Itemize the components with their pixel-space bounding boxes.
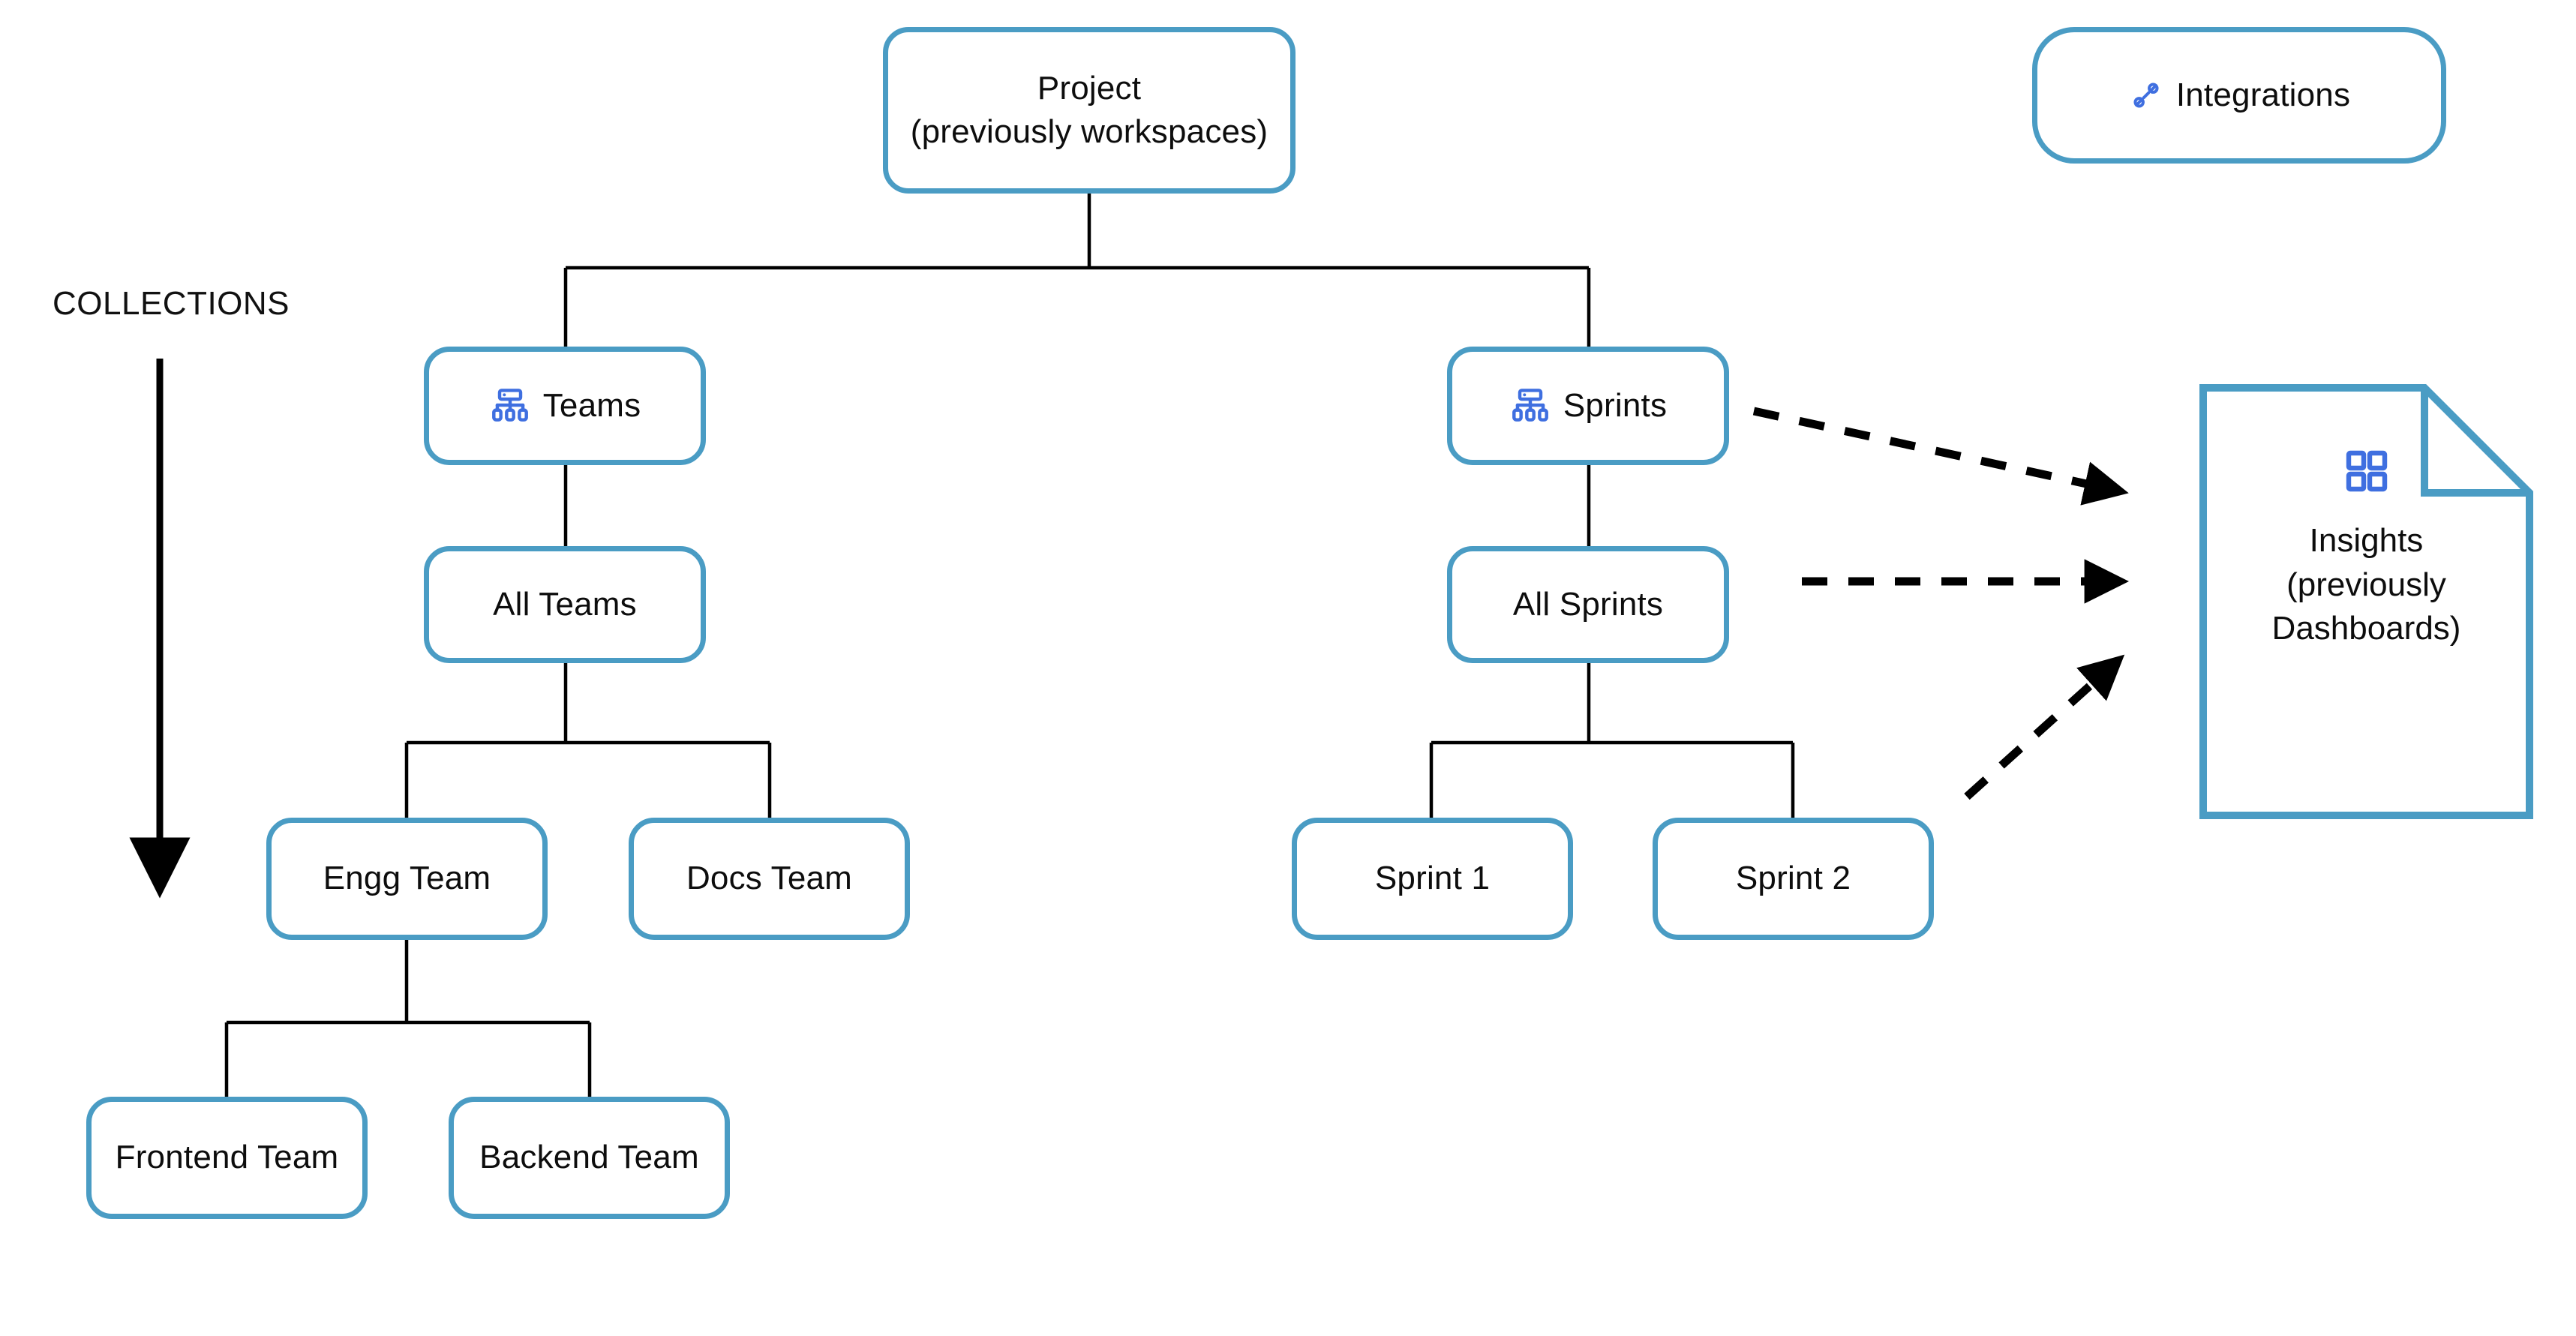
node-all-sprints-label: All Sprints xyxy=(1512,585,1664,623)
node-sprint-1[interactable]: Sprint 1 xyxy=(1292,818,1573,940)
collections-caption: COLLECTIONS xyxy=(53,285,290,322)
node-sprints-label: Sprints xyxy=(1563,386,1668,424)
dashed-edge-sprint2-insights xyxy=(1964,654,2125,800)
node-sprint-1-label: Sprint 1 xyxy=(1374,860,1491,897)
document-shape xyxy=(2199,384,2533,819)
node-backend-team-label: Backend Team xyxy=(479,1139,699,1176)
hierarchy-icon xyxy=(489,385,531,427)
node-project[interactable]: Project (previously workspaces) xyxy=(883,27,1296,194)
node-project-label: Project (previously workspaces) xyxy=(910,69,1268,150)
node-sprints[interactable]: Sprints xyxy=(1447,347,1729,465)
node-teams[interactable]: Teams xyxy=(424,347,706,465)
node-insights[interactable]: Insights (previously Dashboards) xyxy=(2199,384,2533,819)
node-engg-team-label: Engg Team xyxy=(323,860,491,897)
node-sprint-2-label: Sprint 2 xyxy=(1735,860,1851,897)
node-insights-label: Insights (previously Dashboards) xyxy=(2271,522,2461,647)
node-engg-team[interactable]: Engg Team xyxy=(266,818,548,940)
node-sprint-2[interactable]: Sprint 2 xyxy=(1653,818,1934,940)
plug-connector-icon xyxy=(2128,77,2164,113)
node-docs-team[interactable]: Docs Team xyxy=(629,818,910,940)
node-all-teams-label: All Teams xyxy=(493,585,637,623)
dashed-edge-sprints-insights xyxy=(1752,407,2129,506)
node-integrations-label: Integrations xyxy=(2175,76,2351,113)
node-integrations[interactable]: Integrations xyxy=(2032,27,2446,164)
hierarchy-icon xyxy=(1509,385,1551,427)
node-teams-label: Teams xyxy=(542,386,641,424)
node-docs-team-label: Docs Team xyxy=(686,860,853,897)
node-frontend-team[interactable]: Frontend Team xyxy=(86,1097,368,1219)
grid-2x2-icon xyxy=(2343,447,2391,495)
node-frontend-team-label: Frontend Team xyxy=(115,1139,339,1176)
node-all-teams[interactable]: All Teams xyxy=(424,546,706,663)
node-backend-team[interactable]: Backend Team xyxy=(449,1097,730,1219)
node-all-sprints[interactable]: All Sprints xyxy=(1447,546,1729,663)
